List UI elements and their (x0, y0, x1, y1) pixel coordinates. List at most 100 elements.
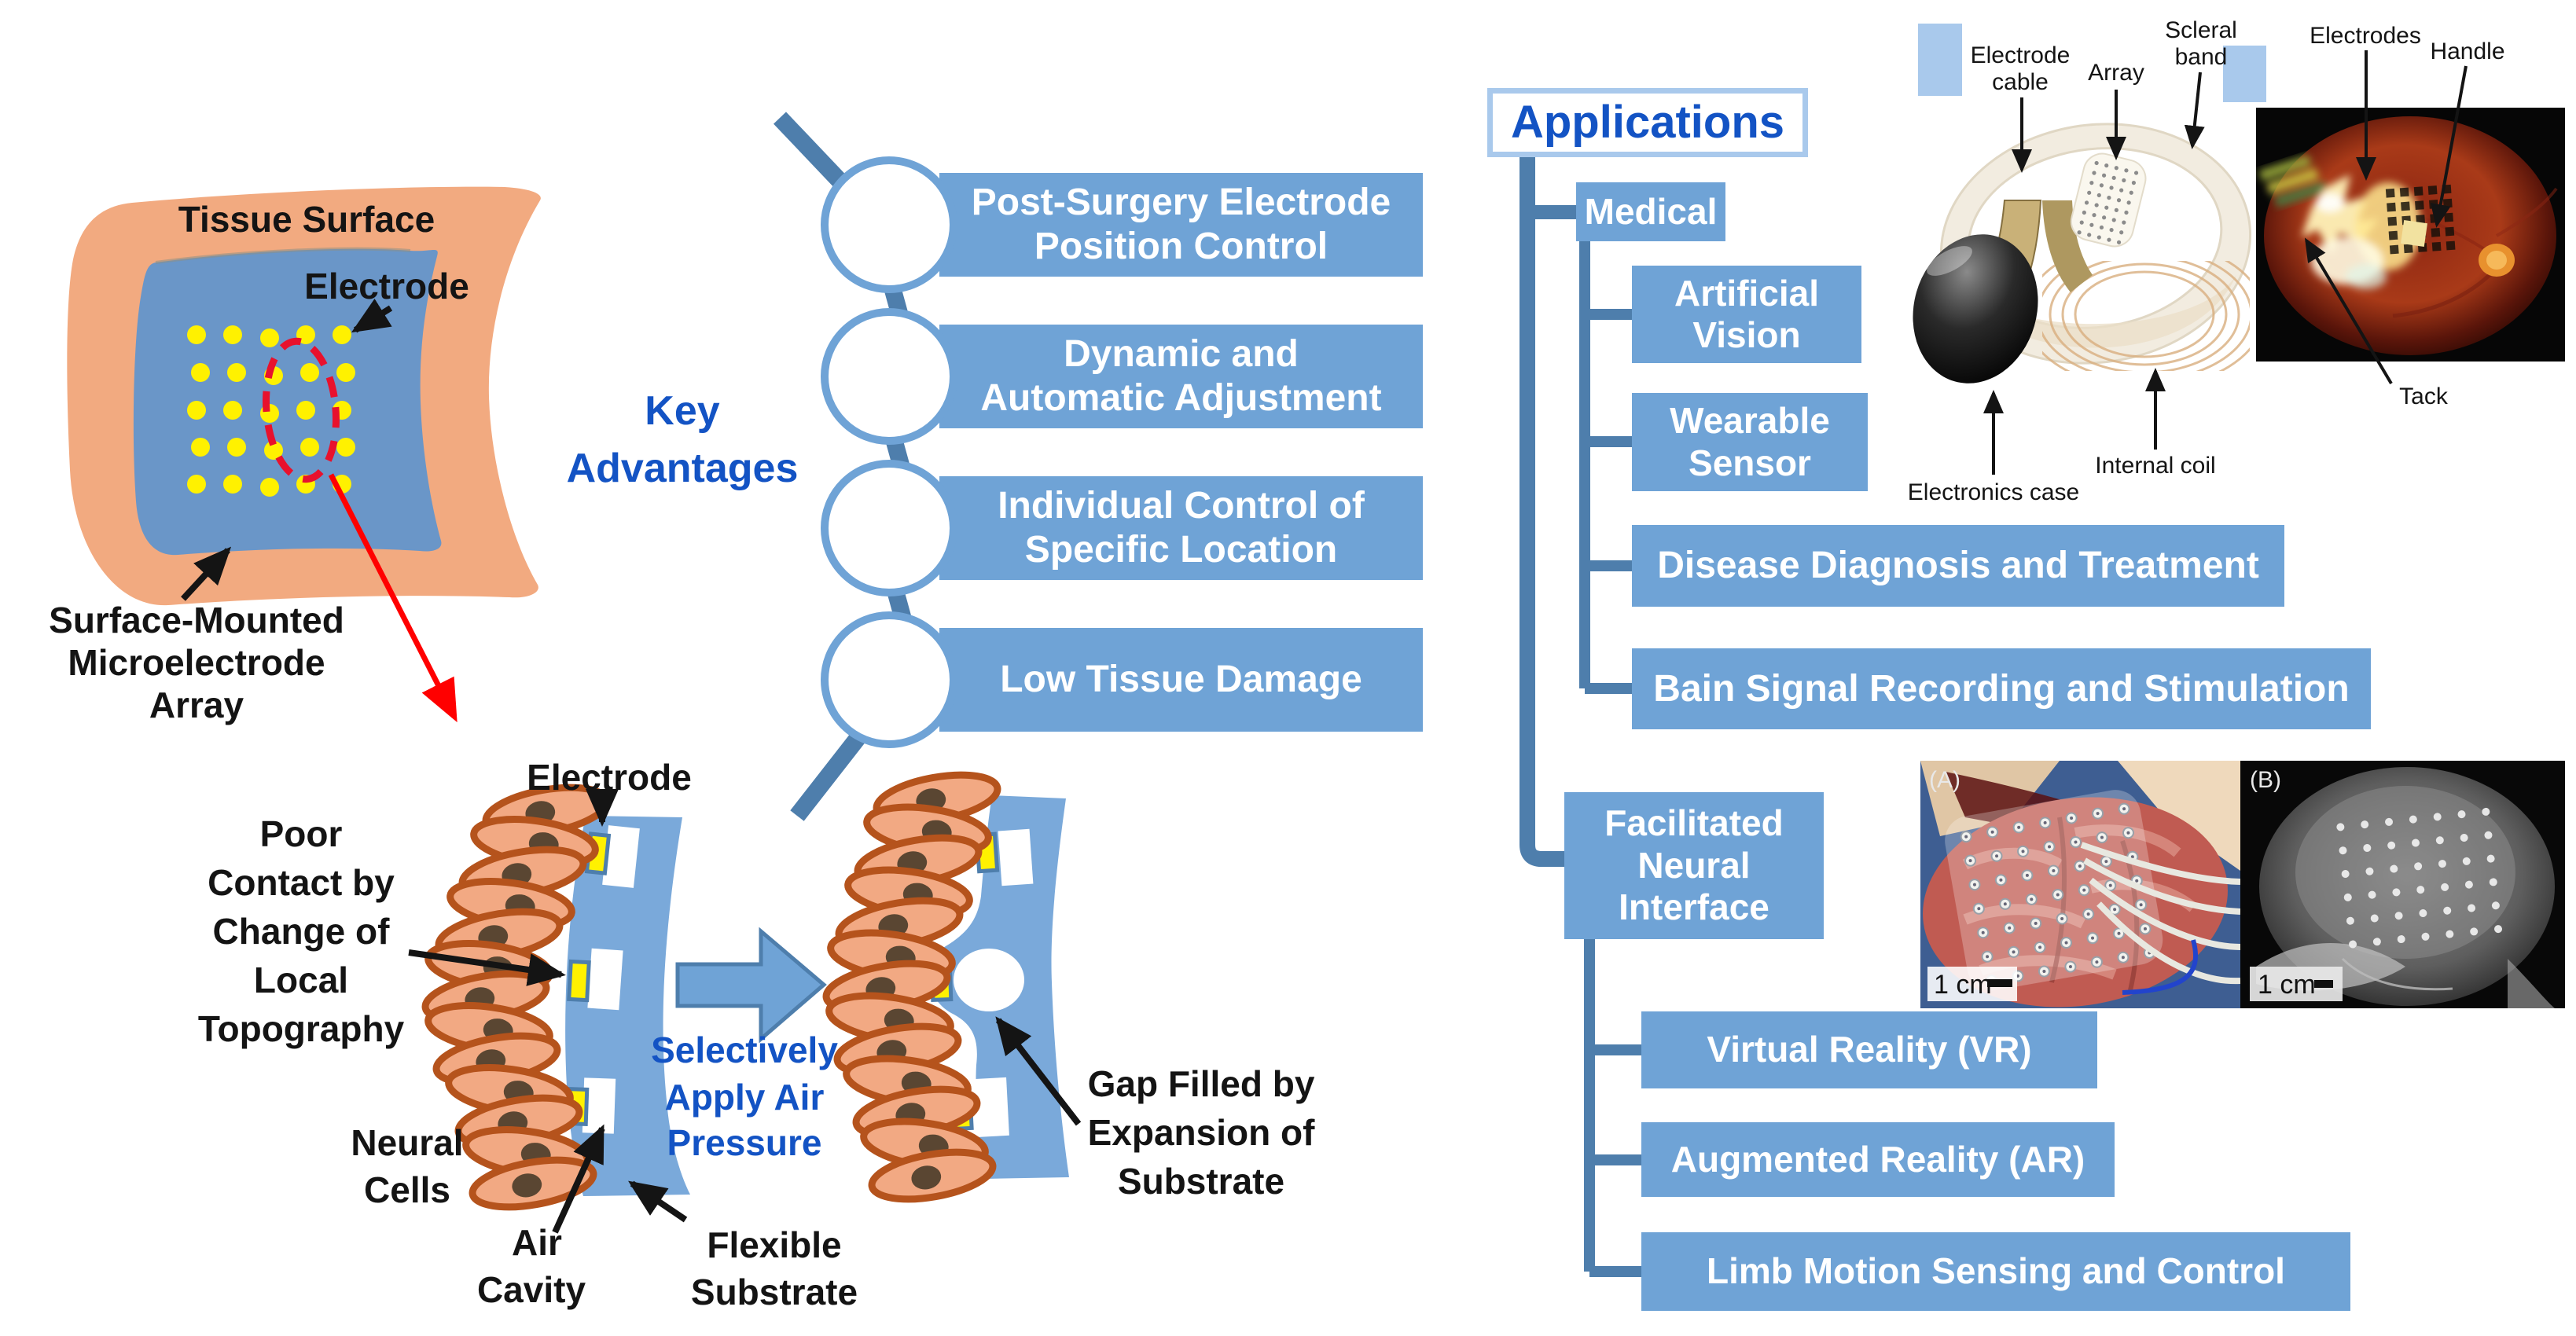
array-pointer-arrow-icon (181, 546, 232, 601)
array-label-line1: Surface-Mounted (49, 600, 344, 640)
key-advantages-chain: Key Advantages (567, 112, 957, 821)
panel-edge-shadow (155, 247, 411, 264)
node-augmented-reality: Augmented Reality (AR) (1641, 1122, 2115, 1197)
air-cavity-line1: Air (512, 1222, 562, 1263)
apply-pressure-line1: Selectively (651, 1030, 838, 1070)
chain-top-segment (774, 112, 846, 187)
poor-contact-line3: Change of (213, 911, 391, 952)
neural-cells-line2: Cells (364, 1169, 450, 1210)
tree-trunk (1520, 157, 1564, 867)
chain-segment (886, 585, 912, 622)
node-facilitated-neural-interface: Facilitated Neural Interface (1564, 792, 1824, 939)
optic-disc (2479, 244, 2515, 277)
xray-electrode-grid (2336, 807, 2503, 949)
zoom-red-arrow-icon (328, 473, 458, 723)
scale-bar-a (1987, 979, 2012, 987)
fundus-photo: Electrodes Handle Tack (2256, 23, 2565, 409)
scleral-band-label-line1: Scleral (2165, 17, 2237, 43)
electronics-case-label: Electronics case (1908, 479, 2079, 505)
chain-circle-3 (821, 460, 957, 596)
chain-segment (884, 434, 910, 470)
surgical-photo-a: (A) 1 cm (1920, 761, 2240, 1008)
tack-arrow-icon (2304, 237, 2393, 385)
electrode-cable-label-line1: Electrode (1971, 42, 2071, 68)
panel-a-label: (A) (1929, 767, 1960, 793)
flexible-substrate-arrow-icon (628, 1180, 688, 1223)
electrodes-label: Electrodes (2310, 23, 2421, 49)
poor-contact-line2: Contact by (208, 862, 395, 903)
applications-title: Applications (1487, 88, 1808, 157)
scale-b-label: 1 cm (2258, 970, 2316, 1000)
node-limb-motion: Limb Motion Sensing and Control (1641, 1232, 2350, 1311)
key-advantages-title-line2: Advantages (567, 446, 799, 491)
implant-handle (2401, 220, 2427, 247)
tissue-shape (67, 186, 541, 606)
contact-diagram: Electrode Poor Contact by Change of Loca… (198, 757, 1315, 1312)
apply-pressure-line2: Apply Air (665, 1077, 825, 1118)
handle-arrow-icon (2430, 65, 2468, 228)
gap-filled-blob (954, 949, 1024, 1011)
flexible-substrate-right (928, 795, 1069, 1179)
array-patch (2070, 152, 2147, 248)
node-disease-diagnosis: Disease Diagnosis and Treatment (1632, 525, 2284, 607)
array-photo-label: Array (2088, 60, 2144, 86)
electrode-label-bottom: Electrode (527, 757, 692, 798)
gap-filled-line3: Substrate (1118, 1161, 1284, 1202)
advantage-banner-4: Low Tissue Damage (939, 628, 1423, 732)
neural-cells-line1: Neural (351, 1122, 463, 1163)
scleral-band-arrow-icon (2184, 72, 2205, 149)
apply-pressure-block-arrow-icon (675, 927, 827, 1044)
chain-circle-2 (821, 308, 957, 445)
poor-contact-line5: Topography (198, 1008, 405, 1049)
key-advantages-title-line1: Key (645, 388, 719, 434)
gap-filled-line1: Gap Filled by (1088, 1063, 1315, 1104)
scale-a-label: 1 cm (1934, 970, 1992, 1000)
tissue-diagram: Tissue Surface Electrode Surface-Mounted… (49, 186, 541, 725)
gap-filled-line2: Expansion of (1088, 1112, 1315, 1153)
surgical-photo-b: (B) 1 cm (2240, 761, 2565, 1008)
electrode-cable-ribbon (1983, 200, 2042, 294)
chain-circle-4 (821, 611, 957, 748)
electrode-dot-grid (187, 325, 355, 497)
gap-filled-arrow-icon (995, 1016, 1082, 1126)
electrodes-right (929, 831, 1000, 1132)
electrode-cable-label-line2: cable (1992, 69, 2049, 95)
skull-xray (2259, 767, 2555, 1006)
scale-box-a (1927, 967, 2017, 1001)
poor-contact-line4: Local (254, 960, 348, 1000)
chain-circle-1 (821, 156, 957, 293)
neural-cells-left (421, 784, 611, 1211)
advantage-banner-3: Individual Control of Specific Location (939, 476, 1423, 580)
scleral-band-label-line2: band (2175, 44, 2228, 70)
flexible-substrate-left (565, 816, 690, 1196)
chain-segment (883, 282, 909, 318)
air-cavity-line2: Cavity (477, 1269, 586, 1310)
flexible-substrate-line1: Flexible (707, 1224, 841, 1265)
tack-label: Tack (2399, 384, 2449, 409)
fundus-frame (2256, 108, 2565, 362)
ecog-grid-patch (1945, 790, 2163, 991)
electrode-cables (2080, 842, 2240, 985)
electrode-cable-ribbon-back (2042, 200, 2093, 292)
node-wearable-sensor: Wearable Sensor (1632, 393, 1868, 491)
band-shading (1953, 275, 2236, 348)
scale-box-b (2250, 967, 2343, 1001)
internal-coil-label: Internal coil (2095, 453, 2215, 479)
electronics-case-shape (1913, 234, 2038, 384)
highlight-ellipse (263, 337, 340, 483)
air-cavity-arrow-icon (552, 1124, 605, 1234)
air-cavities-left (582, 825, 640, 1134)
microelectrode-array-panel (133, 248, 442, 556)
node-brain-signal: Bain Signal Recording and Stimulation (1632, 648, 2371, 729)
retinal-device-illustration: Electrode cable Array Scleral band Elect… (1908, 17, 2266, 505)
optic-disc-center (2486, 251, 2507, 270)
scleral-band-ring (1939, 123, 2252, 365)
array-label-line2: Microelectrode (68, 642, 325, 683)
neural-cells-right (822, 771, 1001, 1203)
applications-tree-lines (1520, 157, 1641, 1277)
handle-label: Handle (2430, 39, 2504, 64)
poor-contact-arrow-icon (408, 949, 566, 986)
apply-pressure-line3: Pressure (667, 1122, 822, 1163)
node-medical: Medical (1576, 182, 1725, 241)
internal-coil-traces (2042, 261, 2250, 371)
